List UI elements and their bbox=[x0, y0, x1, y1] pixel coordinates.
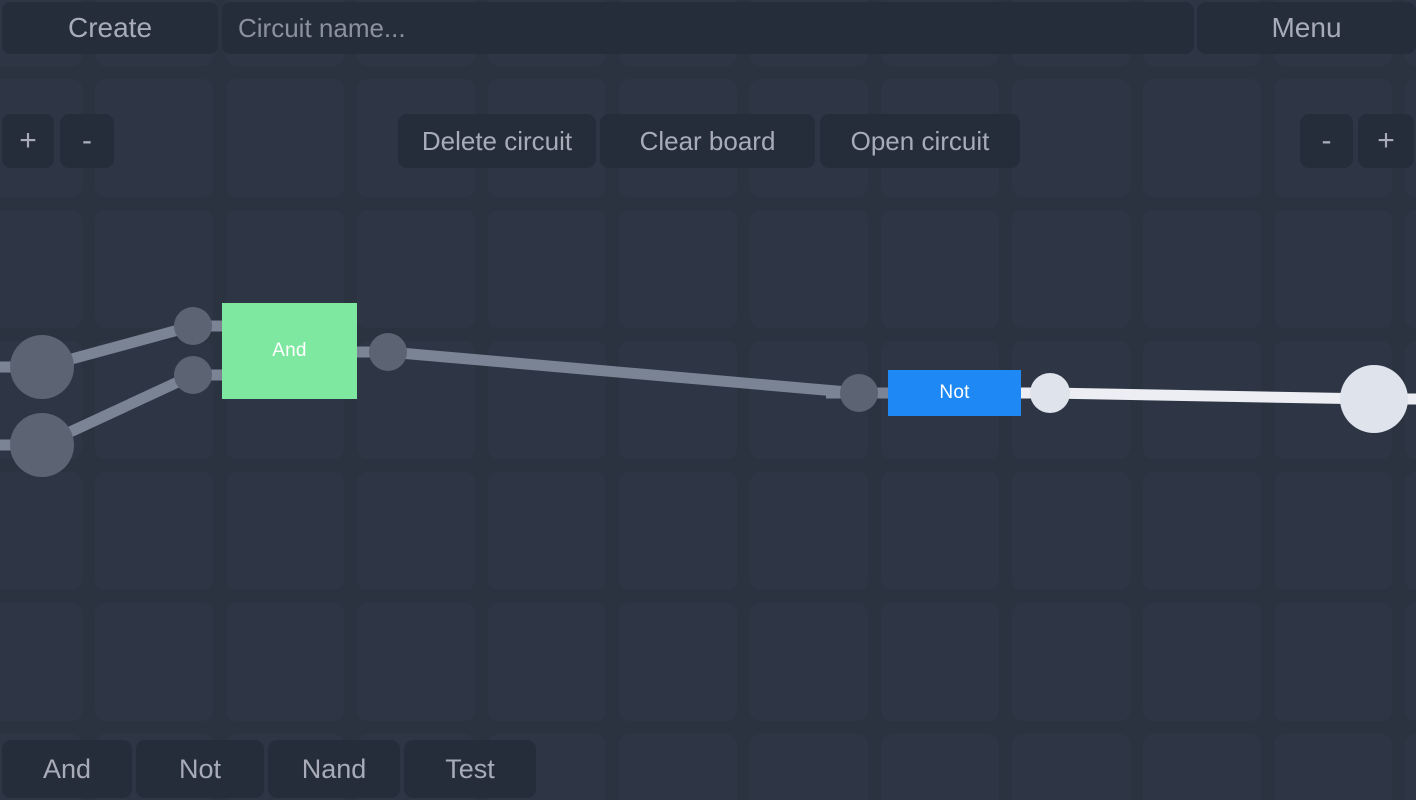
menu-button[interactable]: Menu bbox=[1197, 2, 1416, 54]
node-gate-output[interactable] bbox=[1030, 373, 1070, 413]
add-output-button[interactable]: + bbox=[1358, 114, 1414, 168]
clear-board-button[interactable]: Clear board bbox=[600, 114, 815, 168]
wire[interactable] bbox=[387, 346, 860, 399]
gate-and[interactable]: And bbox=[222, 303, 357, 399]
open-circuit-button[interactable]: Open circuit bbox=[820, 114, 1020, 168]
node-gate-input[interactable] bbox=[840, 374, 878, 412]
node-gate-input[interactable] bbox=[174, 356, 212, 394]
remove-input-button[interactable]: - bbox=[60, 114, 114, 168]
gate-label: Not bbox=[939, 382, 970, 403]
add-input-button[interactable]: + bbox=[2, 114, 54, 168]
wire[interactable] bbox=[1049, 387, 1375, 405]
palette-button-test[interactable]: Test bbox=[404, 740, 536, 798]
palette-button-not[interactable]: Not bbox=[136, 740, 264, 798]
delete-circuit-button[interactable]: Delete circuit bbox=[398, 114, 596, 168]
top-toolbar-row-2: + - Delete circuit Clear board Open circ… bbox=[0, 56, 1416, 168]
top-toolbar-row-1: Create Menu bbox=[0, 0, 1416, 55]
gate-not[interactable]: Not bbox=[888, 370, 1021, 416]
palette-button-and[interactable]: And bbox=[2, 740, 132, 798]
palette-button-nand[interactable]: Nand bbox=[268, 740, 400, 798]
create-button[interactable]: Create bbox=[2, 2, 218, 54]
gate-label: And bbox=[272, 340, 307, 361]
circuit-name-input[interactable] bbox=[222, 2, 1194, 54]
node-board-input[interactable] bbox=[10, 335, 74, 399]
node-gate-input[interactable] bbox=[174, 307, 212, 345]
node-board-input[interactable] bbox=[10, 413, 74, 477]
node-board-output[interactable] bbox=[1340, 365, 1408, 433]
remove-output-button[interactable]: - bbox=[1300, 114, 1353, 168]
node-gate-output[interactable] bbox=[369, 333, 407, 371]
